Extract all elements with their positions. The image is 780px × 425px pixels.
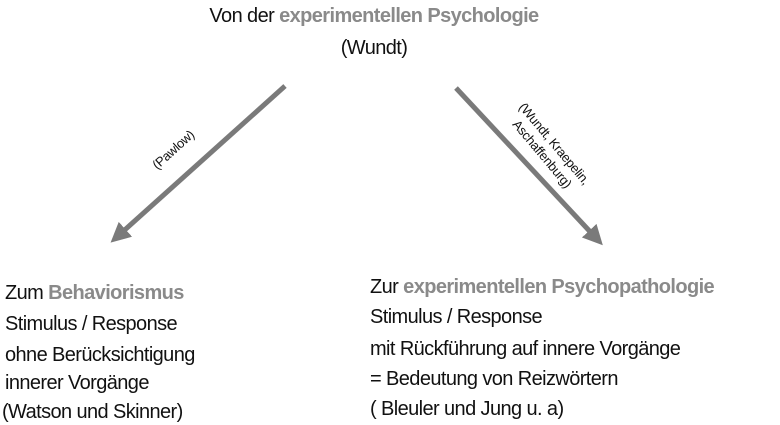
top-subtitle: (Wundt) <box>340 37 408 59</box>
top-title: Von der experimentellen Psychologie <box>209 5 539 27</box>
left-line: innerer Vorgänge <box>5 372 149 394</box>
left-line: Stimulus / Response <box>5 313 178 335</box>
right-line: mit Rückführung auf innere Vorgänge <box>370 338 681 360</box>
arrow-right <box>454 86 603 246</box>
right-line: = Bedeutung von Reizwörtern <box>370 368 618 390</box>
left-heading: Zum Behaviorismus <box>5 282 184 304</box>
right-line: ( Bleuler und Jung u. a) <box>370 398 564 420</box>
left-line: ohne Berücksichtigung <box>5 344 195 366</box>
left-line: (Watson und Skinner) <box>2 401 183 423</box>
top-highlight: experimentellen Psychologie <box>279 5 539 27</box>
arrow-left <box>110 84 287 243</box>
right-line: Stimulus / Response <box>370 306 543 328</box>
right-heading: Zur experimentellen Psychopathologie <box>370 276 715 298</box>
